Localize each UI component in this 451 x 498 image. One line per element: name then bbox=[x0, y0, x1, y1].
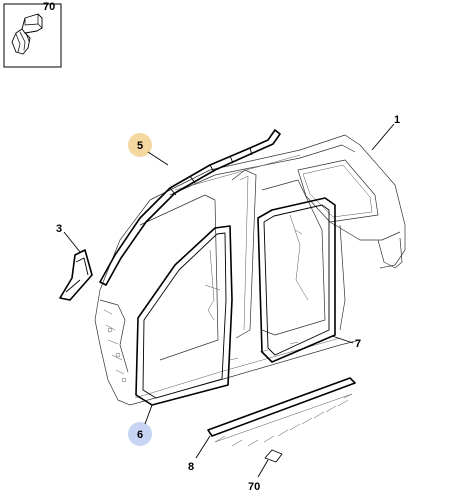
highlight-6 bbox=[128, 422, 152, 446]
inset-callout-70: 70 bbox=[43, 1, 55, 13]
callout-70: 70 bbox=[248, 481, 260, 493]
leader-3 bbox=[63, 231, 81, 253]
inset-box: 70 bbox=[3, 1, 62, 68]
clip-part bbox=[264, 449, 283, 463]
callout-3: 3 bbox=[56, 223, 62, 235]
callout-6: 6 bbox=[137, 429, 143, 441]
sill-hatching bbox=[214, 393, 353, 447]
callout-8: 8 bbox=[188, 461, 194, 473]
callout-5: 5 bbox=[137, 140, 143, 152]
leader-7 bbox=[331, 335, 354, 344]
sill-moulding bbox=[207, 377, 356, 447]
leader-70 bbox=[257, 459, 269, 478]
leader-1 bbox=[371, 123, 395, 151]
callout-1: 1 bbox=[394, 114, 400, 126]
callout-7: 7 bbox=[355, 338, 361, 350]
body-shell bbox=[94, 134, 406, 406]
roof-seal bbox=[99, 129, 281, 286]
leader-6 bbox=[144, 404, 153, 425]
highlight-5 bbox=[128, 133, 152, 157]
a-pillar-trim bbox=[59, 249, 93, 301]
rear-door-seal bbox=[257, 197, 336, 363]
leader-5 bbox=[147, 151, 169, 166]
leader-8 bbox=[195, 435, 211, 459]
front-door-seal bbox=[135, 225, 233, 406]
leader-lines bbox=[63, 123, 395, 478]
clip-icon bbox=[11, 13, 43, 55]
